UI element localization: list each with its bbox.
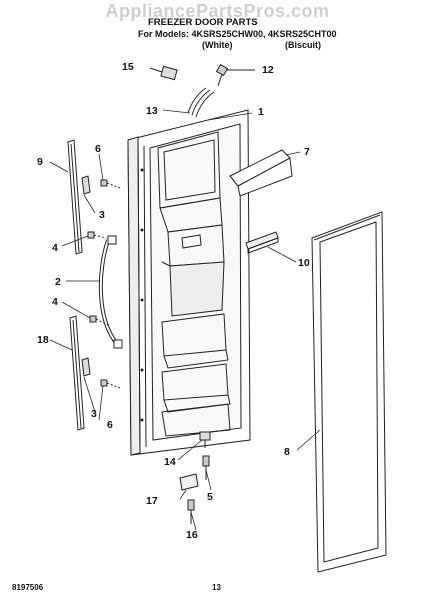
handle-mount-lower [81,357,91,377]
callout-18: 18 [37,334,49,346]
callout-7: 7 [304,146,310,158]
doc-number: 8197506 [12,583,44,592]
handle-mount-upper [81,175,91,195]
trim-strip [245,231,279,254]
screw-12 [215,63,255,87]
callout-3-lower: 3 [91,408,97,420]
callout-17: 17 [146,495,158,507]
door-bin [229,149,293,197]
page-number: 13 [212,583,221,592]
callout-15: 15 [122,61,134,73]
callout-14: 14 [164,456,176,468]
door-panel [127,109,251,456]
callout-13: 13 [146,105,158,117]
callout-9: 9 [37,156,43,168]
callout-16: 16 [186,529,198,541]
callout-12: 12 [262,64,274,76]
models-line: For Models: 4KSRS25CHW00, 4KSRS25CHT00 [138,29,337,39]
callout-5: 5 [207,491,213,503]
callout-6-upper: 6 [95,143,101,155]
wire-harness [149,65,215,118]
callout-4-lower: 4 [52,296,58,308]
callout-6-lower: 6 [107,419,113,431]
callout-4-upper: 4 [52,242,58,254]
callout-8: 8 [284,446,290,458]
screws-4 [87,231,111,327]
callout-1: 1 [258,106,264,118]
screws-6 [100,179,121,389]
watermark: AppliancePartsPros.com [105,1,330,21]
trim-9 [67,139,83,255]
diagram-title: FREEZER DOOR PARTS [148,17,258,28]
callout-10: 10 [298,257,310,269]
color-white-label: (White) [202,40,233,50]
callout-2: 2 [55,276,61,288]
color-biscuit-label: (Biscuit) [285,40,321,50]
trim-18 [69,315,85,431]
door-handle [98,235,123,349]
hinge-parts [179,431,211,524]
door-gasket [311,211,387,573]
callout-3-upper: 3 [99,209,105,221]
